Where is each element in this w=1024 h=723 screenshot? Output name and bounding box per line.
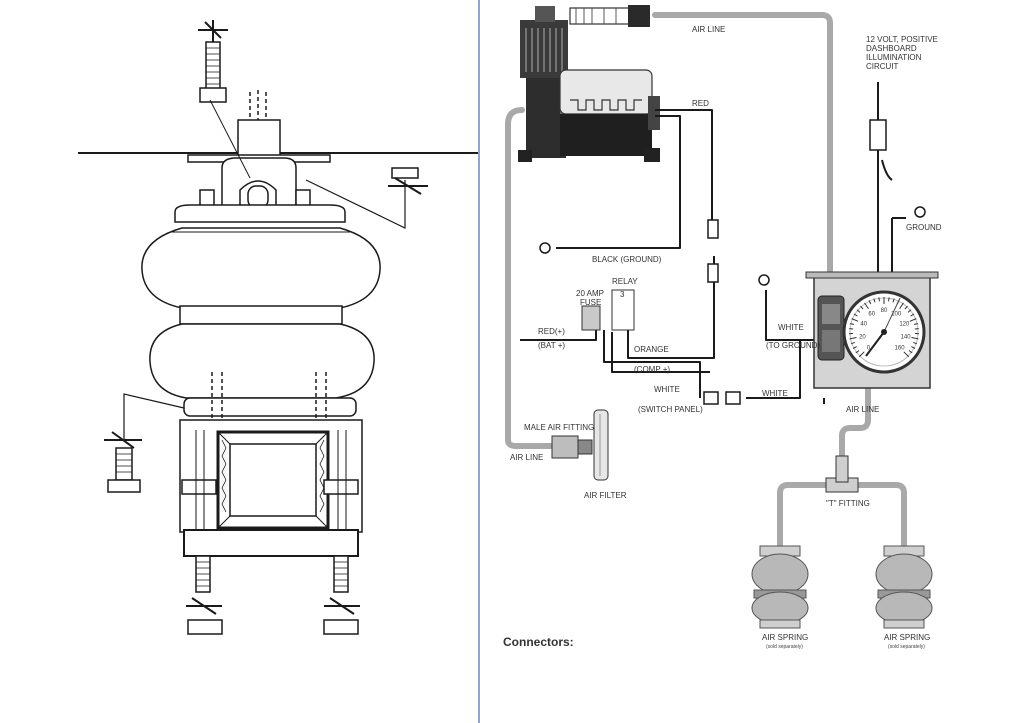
- upper-bellow: [141, 227, 381, 309]
- gauge-tick: [873, 298, 876, 303]
- gauge-tick: [903, 351, 910, 358]
- relay: [611, 289, 635, 331]
- label-air-filter: AIR FILTER: [584, 491, 627, 500]
- fuse-and-relay: [581, 289, 635, 331]
- air-spring-mount-drawing: [78, 20, 478, 635]
- label-male-air-fitting: MALE AIR FITTING: [524, 423, 594, 432]
- gauge-tick: [878, 297, 880, 302]
- gauge-tick: [904, 305, 908, 310]
- gauge-tick: [910, 313, 915, 317]
- label-air-spring-left: AIR SPRING: [762, 633, 808, 642]
- gauge-tick: [858, 351, 865, 358]
- gauge-number: 20: [859, 334, 866, 340]
- label-comp-plus: (COMP +): [634, 365, 670, 374]
- label-relay-num: 3: [620, 290, 625, 299]
- t-fitting: [825, 455, 859, 493]
- gauge-tick: [850, 341, 855, 345]
- wires: [520, 82, 906, 404]
- label-switch-panel: (SWITCH PANEL): [638, 405, 703, 414]
- gauge-number: 160: [895, 346, 906, 352]
- gauge-tick: [888, 297, 890, 302]
- gauge-tick: [907, 309, 912, 313]
- gauge-tick: [908, 350, 913, 354]
- label-red-plus: RED(+): [538, 327, 565, 336]
- label-white-right: WHITE: [762, 389, 788, 398]
- label-orange: ORANGE: [634, 345, 669, 354]
- label-fuse: FUSE: [580, 298, 601, 307]
- label-white-ground: WHITE: [778, 323, 804, 332]
- label-bat-plus: (BAT +): [538, 341, 565, 350]
- air-spring-right: [875, 545, 933, 629]
- gauge-tick: [911, 346, 916, 349]
- bottom-plate: [183, 529, 359, 557]
- gauge-tick: [909, 318, 917, 322]
- air-spring-left: [751, 545, 809, 629]
- gauge-number: 0: [867, 346, 871, 352]
- air-lines: [505, 12, 907, 551]
- label-t-fitting: "T" FITTING: [826, 499, 870, 508]
- label-air-spring-left-sub: (sold separately): [766, 644, 803, 650]
- label-ground: GROUND: [906, 223, 942, 232]
- label-air-line-mid: AIR LINE: [846, 405, 879, 414]
- gauge-tick: [851, 318, 859, 322]
- gauge-number: 60: [868, 312, 875, 318]
- gauge-number: 120: [899, 322, 910, 328]
- label-connectors: Connectors:: [503, 635, 574, 649]
- label-circuit: CIRCUIT: [866, 62, 899, 71]
- gauge-tick: [849, 323, 855, 325]
- label-12-volt: 12 VOLT, POSITIVE: [866, 35, 938, 44]
- gauge-tick: [855, 350, 860, 354]
- label-white-switch: WHITE: [654, 385, 680, 394]
- fuse: [581, 305, 601, 331]
- label-relay: RELAY: [612, 277, 638, 286]
- gauge-tick: [892, 298, 895, 303]
- label-red: RED: [692, 99, 709, 108]
- label-illumination: ILLUMINATION: [866, 53, 922, 62]
- label-to-ground: (TO GROUND): [766, 341, 820, 350]
- label-dashboard: DASHBOARD: [866, 44, 917, 53]
- gauge-tick: [864, 302, 869, 309]
- air-filter: [593, 409, 609, 481]
- gauge-tick: [911, 336, 919, 340]
- label-20-amp: 20 AMP: [576, 289, 604, 298]
- label-air-line-top: AIR LINE: [692, 25, 725, 34]
- label-air-spring-right-sub: (sold separately): [888, 644, 925, 650]
- gauge-number: 140: [901, 334, 912, 340]
- gauge-tick: [853, 313, 858, 317]
- gauge-tick: [899, 302, 904, 309]
- gauge-number: 100: [891, 312, 902, 318]
- connectors: [539, 119, 926, 405]
- label-air-spring-right: AIR SPRING: [884, 633, 930, 642]
- air-filter-assembly: [551, 409, 609, 481]
- gauge-tick: [852, 346, 857, 349]
- gauge-tick: [868, 300, 872, 305]
- label-black-ground: BLACK (GROUND): [592, 255, 662, 264]
- gauge-tick: [913, 323, 919, 325]
- gauge-tick: [849, 336, 857, 340]
- label-air-line-left: AIR LINE: [510, 453, 543, 462]
- gauge-tick: [856, 309, 861, 313]
- gauge-number: 80: [881, 308, 888, 314]
- lower-bellow: [149, 323, 375, 399]
- compressor: [518, 5, 660, 162]
- gauge-tick: [860, 305, 864, 310]
- gauge-number: 40: [860, 322, 867, 328]
- gauge-tick: [913, 341, 918, 345]
